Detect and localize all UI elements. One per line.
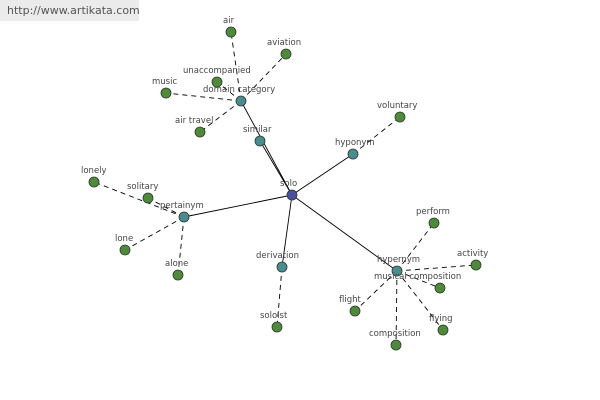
edge-pertainym-lone — [124, 216, 185, 251]
edge-hypernym-composition — [395, 270, 398, 346]
term-label-air-travel: air travel — [175, 116, 213, 126]
term-label-lone: lone — [115, 234, 133, 244]
graph-edges — [93, 31, 477, 346]
term-node-flying[interactable] — [437, 324, 449, 336]
relation-label-pertainym: pertainym — [160, 201, 204, 211]
term-label-composition: composition — [369, 329, 421, 339]
term-label-perform: perform — [416, 207, 450, 217]
edge-solo-hyponym — [291, 153, 354, 196]
term-label-lonely: lonely — [81, 166, 107, 176]
term-label-music: music — [152, 77, 177, 87]
edge-hypernym-flight — [354, 270, 398, 312]
source-url[interactable]: http://www.artikata.com — [0, 0, 140, 21]
edge-derivation-soloist — [276, 266, 283, 328]
relation-node-domain-category[interactable] — [235, 95, 247, 107]
edge-hyponym-voluntary — [352, 116, 401, 155]
edge-solo-hypernym — [291, 194, 398, 272]
term-node-music[interactable] — [160, 87, 172, 99]
relation-label-similar: similar — [243, 125, 272, 135]
relation-node-hypernym[interactable] — [391, 265, 403, 277]
root-node-solo[interactable] — [286, 189, 298, 201]
term-label-activity: activity — [457, 249, 488, 259]
graph-nodes — [88, 26, 482, 351]
term-node-flight[interactable] — [349, 305, 361, 317]
term-label-voluntary: voluntary — [377, 101, 417, 111]
relation-label-derivation: derivation — [256, 251, 299, 261]
term-label-musical-composition: musical composition — [374, 272, 461, 282]
relation-node-pertainym[interactable] — [178, 211, 190, 223]
edge-hypernym-musical-composition — [396, 270, 441, 289]
relation-node-similar[interactable] — [254, 135, 266, 147]
term-label-air: air — [223, 16, 235, 26]
edge-hypernym-perform — [396, 222, 435, 272]
relation-label-domain-category: domain category — [203, 85, 275, 95]
graph-labels: solo domain category air aviation unaccompan… — [81, 16, 488, 339]
term-label-flying: flying — [429, 314, 453, 324]
term-node-air-travel[interactable] — [194, 126, 206, 138]
edge-domain-category-air — [230, 31, 242, 102]
term-label-alone: alone — [165, 259, 188, 269]
relation-label-hypernym: hypernym — [377, 255, 420, 265]
term-node-perform[interactable] — [428, 217, 440, 229]
edge-domain-category-music — [165, 92, 242, 102]
term-node-musical-composition[interactable] — [434, 282, 446, 294]
edge-hypernym-flying — [396, 270, 444, 331]
relation-node-hyponym[interactable] — [347, 148, 359, 160]
term-node-solitary[interactable] — [142, 192, 154, 204]
term-node-lone[interactable] — [119, 244, 131, 256]
term-node-unaccompanied[interactable] — [211, 76, 223, 88]
edge-pertainym-alone — [177, 216, 185, 276]
edge-pertainym-solitary — [147, 197, 185, 218]
edge-domain-category-aviation — [240, 53, 287, 102]
relation-node-derivation[interactable] — [276, 261, 288, 273]
term-node-air[interactable] — [225, 26, 237, 38]
edge-solo-derivation — [281, 194, 293, 268]
edge-pertainym-lonely — [93, 181, 185, 218]
term-node-composition[interactable] — [390, 339, 402, 351]
term-node-alone[interactable] — [172, 269, 184, 281]
term-node-aviation[interactable] — [280, 48, 292, 60]
term-label-aviation: aviation — [267, 38, 301, 48]
term-node-lonely[interactable] — [88, 176, 100, 188]
edge-solo-domain-category — [240, 100, 293, 196]
term-node-activity[interactable] — [470, 259, 482, 271]
term-node-soloist[interactable] — [271, 321, 283, 333]
relation-label-hyponym: hyponym — [335, 138, 375, 148]
edge-solo-similar — [259, 140, 293, 196]
term-label-unaccompanied: unaccompanied — [183, 66, 251, 76]
term-label-flight: flight — [339, 295, 361, 305]
term-label-soloist: soloist — [260, 311, 288, 321]
term-node-voluntary[interactable] — [394, 111, 406, 123]
term-label-solitary: solitary — [127, 182, 158, 192]
edge-hypernym-activity — [396, 264, 477, 272]
edge-solo-pertainym — [183, 194, 293, 218]
root-label-solo: solo — [280, 179, 297, 189]
